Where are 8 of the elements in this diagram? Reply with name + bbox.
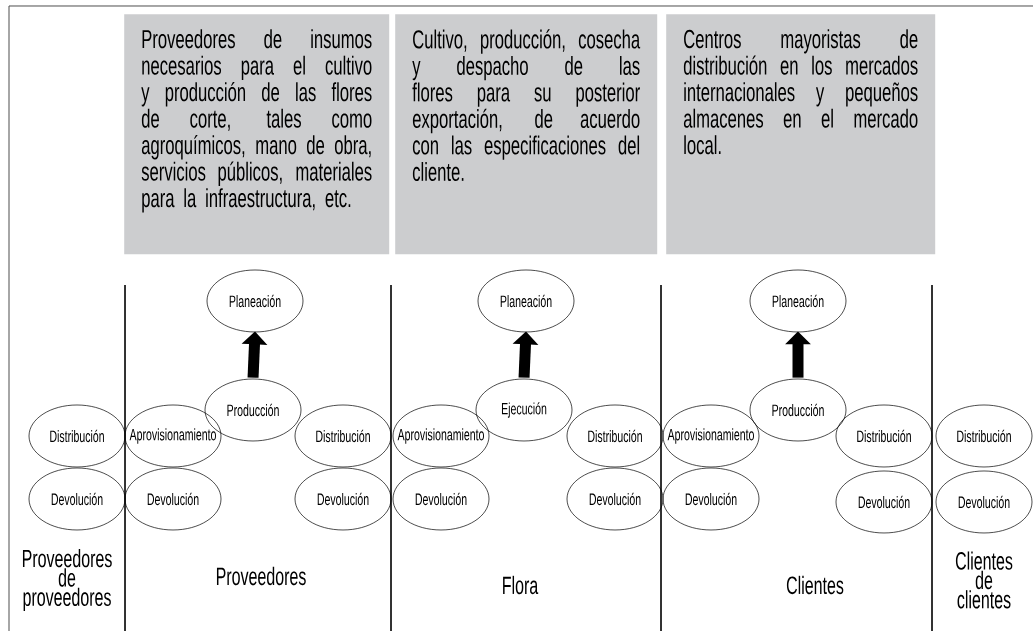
column-title: Flora: [503, 575, 539, 595]
column-title: Proveedores: [216, 566, 306, 586]
description-box: Proveedores de insumos necesarios para el cultivo y producción de las flores de corte, tales como agroquímicos, mano de obra, servicios públicos, materiales para la infraestructura, etc.: [124, 14, 390, 255]
column-title: Clientes: [786, 575, 844, 595]
column-title: Clientes de clientes: [955, 551, 1013, 609]
description-box: Centros mayoristas de distribución en los mercados internacionales y pequeños almacenes en el mercado local.: [666, 14, 936, 255]
column-title: Proveedores de proveedores: [22, 548, 112, 611]
description-box: Cultivo, producción, cosecha y despacho de las flores para su posterior exportación, de acuerdo con las especificaciones del cliente.: [395, 14, 658, 255]
